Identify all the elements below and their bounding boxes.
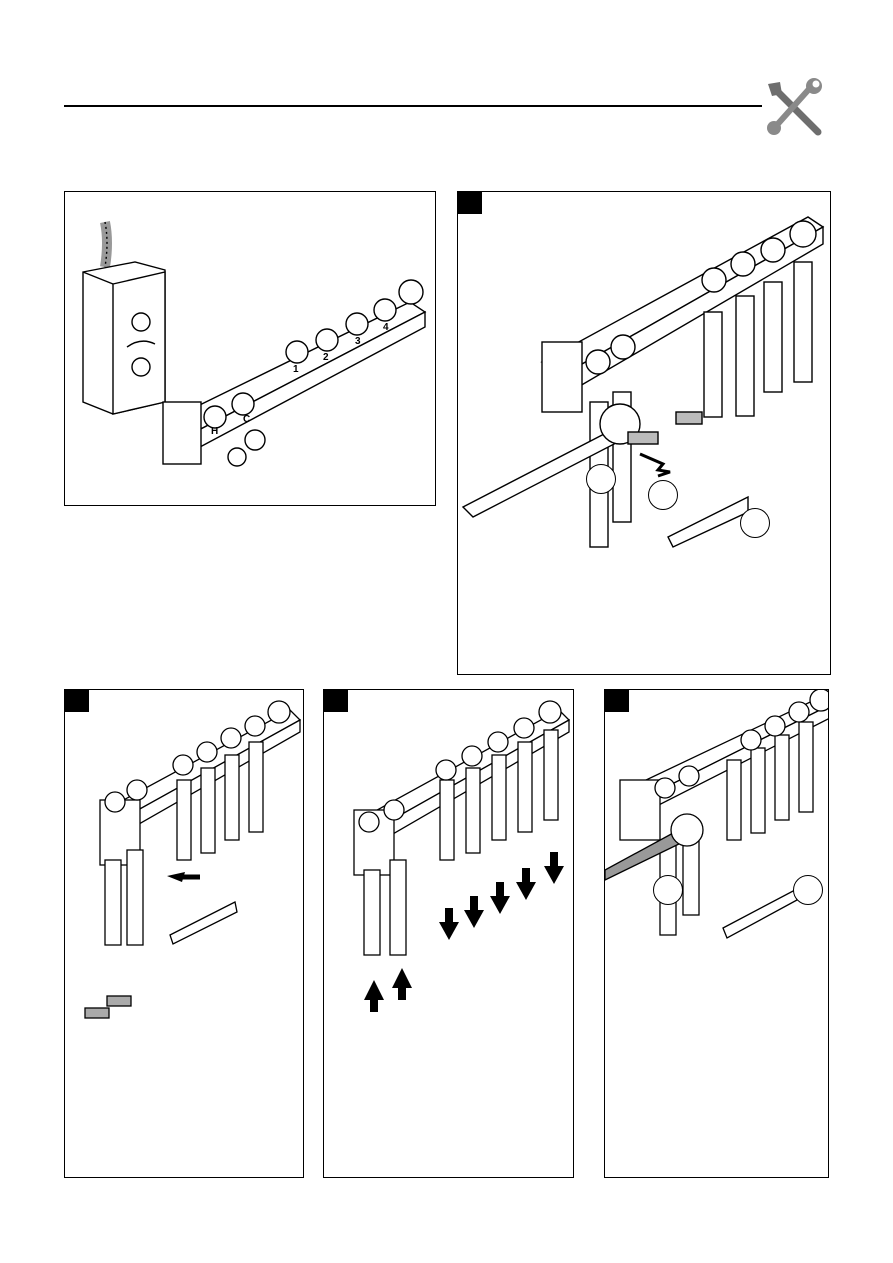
port-label-2: 2: [323, 352, 329, 363]
port-label-h: H: [211, 426, 218, 437]
reinstall-illustration: [605, 690, 829, 1178]
callout-circle-a: [586, 464, 616, 494]
panel-step-reinstall: [604, 689, 829, 1178]
plug-insertion-illustration: [65, 690, 304, 1178]
port-label-4: 4: [383, 322, 389, 333]
callout-circle-a: [653, 875, 683, 905]
callout-circle-b: [648, 480, 678, 510]
port-label-1: 1: [293, 364, 299, 375]
panel-step-remove-plugs: [457, 191, 831, 675]
port-label-3: 3: [355, 336, 361, 347]
port-label-c: C: [243, 414, 250, 425]
panel-step-flush: [323, 689, 574, 1178]
header-rule: [64, 105, 762, 107]
panel-step-insert-plugs: [64, 689, 304, 1178]
callout-circle-b: [793, 875, 823, 905]
manifold-overview-illustration: H C 1 2 3 4: [65, 192, 436, 506]
panel-overview: H C 1 2 3 4: [64, 191, 436, 506]
flush-flow-illustration: [324, 690, 574, 1178]
callout-circle-c: [740, 508, 770, 538]
wrench-plug-illustration: [458, 192, 831, 675]
wrench-screwdriver-icon: [762, 78, 828, 140]
